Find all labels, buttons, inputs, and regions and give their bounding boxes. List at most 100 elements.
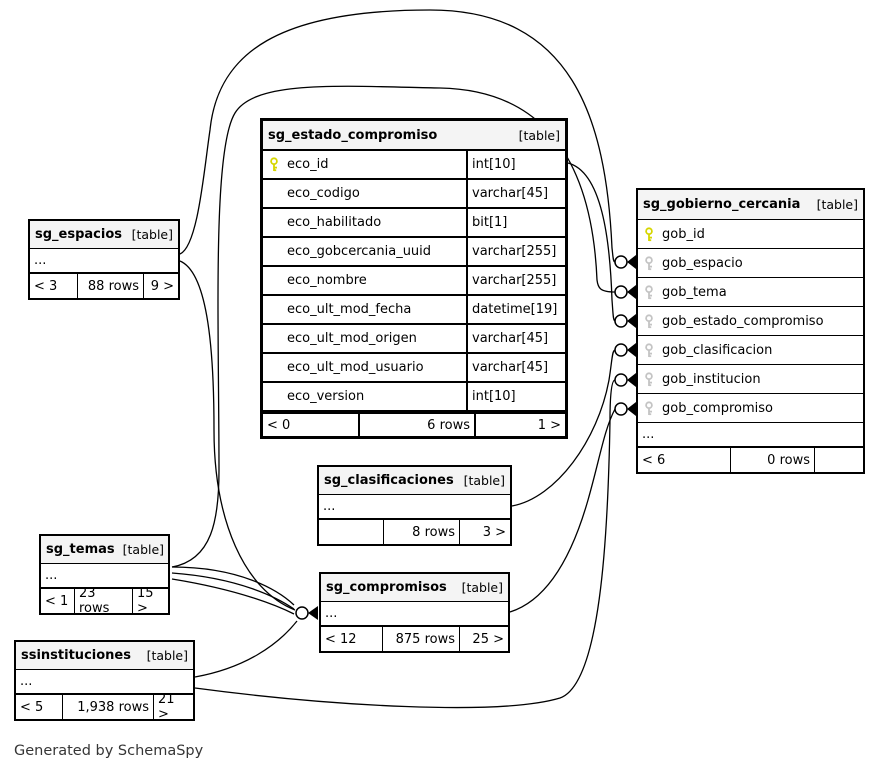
column-name: gob_compromiso xyxy=(662,400,773,416)
foreign-key-icon xyxy=(642,400,662,416)
column-row-gob_clasificacion: gob_clasificacion xyxy=(638,336,863,365)
table-header: ssinstituciones[table] xyxy=(16,642,193,670)
table-title[interactable]: sg_espacios xyxy=(35,227,123,242)
table-type-badge: [table] xyxy=(122,542,165,557)
generated-by-note: Generated by SchemaSpy xyxy=(14,743,204,759)
column-name: gob_tema xyxy=(662,284,727,300)
foreign-key-icon xyxy=(642,284,662,300)
relationship-line xyxy=(171,572,295,610)
column-name: eco_gobcercania_uuid xyxy=(287,244,432,259)
relationship-line xyxy=(511,349,616,507)
table-title[interactable]: sg_clasificaciones xyxy=(324,473,454,488)
row-count: 875 rows xyxy=(382,627,459,651)
table-title[interactable]: sg_estado_compromiso xyxy=(268,127,438,143)
zero-circle xyxy=(614,285,628,299)
column-type: varchar[45] xyxy=(466,354,561,381)
column-name: eco_codigo xyxy=(287,186,360,201)
table-header: sg_clasificaciones [table] xyxy=(319,467,510,495)
table-type-badge: [table] xyxy=(518,127,560,143)
ellipsis-text: ... xyxy=(45,568,58,583)
related-in-count xyxy=(319,520,383,544)
table-header: sg_espacios [table] xyxy=(30,221,178,249)
hidden-columns-ellipsis: ... xyxy=(638,423,863,447)
table-title[interactable]: sg_compromisos xyxy=(326,580,447,595)
relationship-line xyxy=(171,578,295,615)
table-type-badge: [table] xyxy=(463,473,505,488)
row-count: 1,938 rows xyxy=(62,695,153,719)
column-row-gob_estado_compromiso: gob_estado_compromiso xyxy=(638,307,863,336)
column-row-eco_habilitado: eco_habilitado bit[1] xyxy=(263,209,565,238)
relationship-line xyxy=(171,85,616,568)
row-count: 23 rows xyxy=(74,586,132,616)
column-name: eco_habilitado xyxy=(287,215,382,230)
column-type: datetime[19] xyxy=(466,296,561,323)
column-name: gob_clasificacion xyxy=(662,342,773,358)
column-type: int[10] xyxy=(466,383,561,410)
related-in-count: < 5 xyxy=(20,699,44,715)
column-type: bit[1] xyxy=(466,209,561,236)
hidden-columns-ellipsis: ... xyxy=(16,670,193,694)
zero-circle xyxy=(614,314,628,328)
crowfoot-arrow xyxy=(627,255,636,269)
column-row-gob_espacio: gob_espacio xyxy=(638,249,863,278)
related-out-count: 21 > xyxy=(153,692,193,722)
related-in-count: < 12 xyxy=(325,631,357,647)
column-type: varchar[45] xyxy=(466,325,561,352)
table-header: sg_gobierno_cercania[table] xyxy=(638,190,863,220)
zero-circle xyxy=(614,373,628,387)
table-type-badge: [table] xyxy=(131,227,173,242)
hidden-columns-ellipsis: ... xyxy=(319,495,510,519)
column-row-eco_ult_mod_origen: eco_ult_mod_origen varchar[45] xyxy=(263,325,565,354)
row-count: 8 rows xyxy=(383,520,459,544)
foreign-key-icon xyxy=(642,371,662,387)
zero-circle xyxy=(295,606,309,620)
ellipsis-text: ... xyxy=(323,499,336,514)
crowfoot-arrow xyxy=(627,373,636,387)
hidden-columns-ellipsis: ... xyxy=(41,564,168,588)
column-row-gob_institucion: gob_institucion xyxy=(638,365,863,394)
table-title[interactable]: sg_gobierno_cercania xyxy=(643,197,801,212)
related-out-count xyxy=(814,448,863,472)
column-name: eco_ult_mod_fecha xyxy=(287,302,412,317)
column-row-eco_ult_mod_fecha: eco_ult_mod_fecha datetime[19] xyxy=(263,296,565,325)
related-out-count: 1 > xyxy=(474,414,565,436)
table-title[interactable]: sg_temas xyxy=(46,542,115,557)
related-out-count: 3 > xyxy=(459,520,510,544)
ellipsis-text: ... xyxy=(642,427,655,442)
column-name: eco_id xyxy=(287,157,329,172)
table-title[interactable]: ssinstituciones xyxy=(21,648,131,663)
column-name: eco_nombre xyxy=(287,273,367,288)
relationship-line xyxy=(171,566,295,606)
ellipsis-text: ... xyxy=(20,674,33,689)
crowfoot-arrow xyxy=(627,285,636,299)
column-name: eco_ult_mod_origen xyxy=(287,331,417,346)
row-count: 6 rows xyxy=(358,414,474,436)
foreign-key-icon xyxy=(642,342,662,358)
column-row-eco_gobcercania_uuid: eco_gobcercania_uuid varchar[255] xyxy=(263,238,565,267)
crowfoot-arrow xyxy=(308,606,318,620)
zero-circle xyxy=(614,402,628,416)
column-name: gob_estado_compromiso xyxy=(662,313,824,329)
crowfoot-arrow xyxy=(627,314,636,328)
table-sg-gobierno-cercania: sg_gobierno_cercania[table] gob_id gob_esp… xyxy=(636,188,865,474)
column-type: varchar[255] xyxy=(466,267,561,294)
column-name: gob_id xyxy=(662,226,705,242)
column-type: varchar[255] xyxy=(466,238,561,265)
relationship-line xyxy=(194,379,616,709)
relationship-line xyxy=(179,260,296,611)
column-row-gob_tema: gob_tema xyxy=(638,278,863,307)
column-row-gob_id: gob_id xyxy=(638,220,863,249)
relationship-line xyxy=(509,408,616,613)
